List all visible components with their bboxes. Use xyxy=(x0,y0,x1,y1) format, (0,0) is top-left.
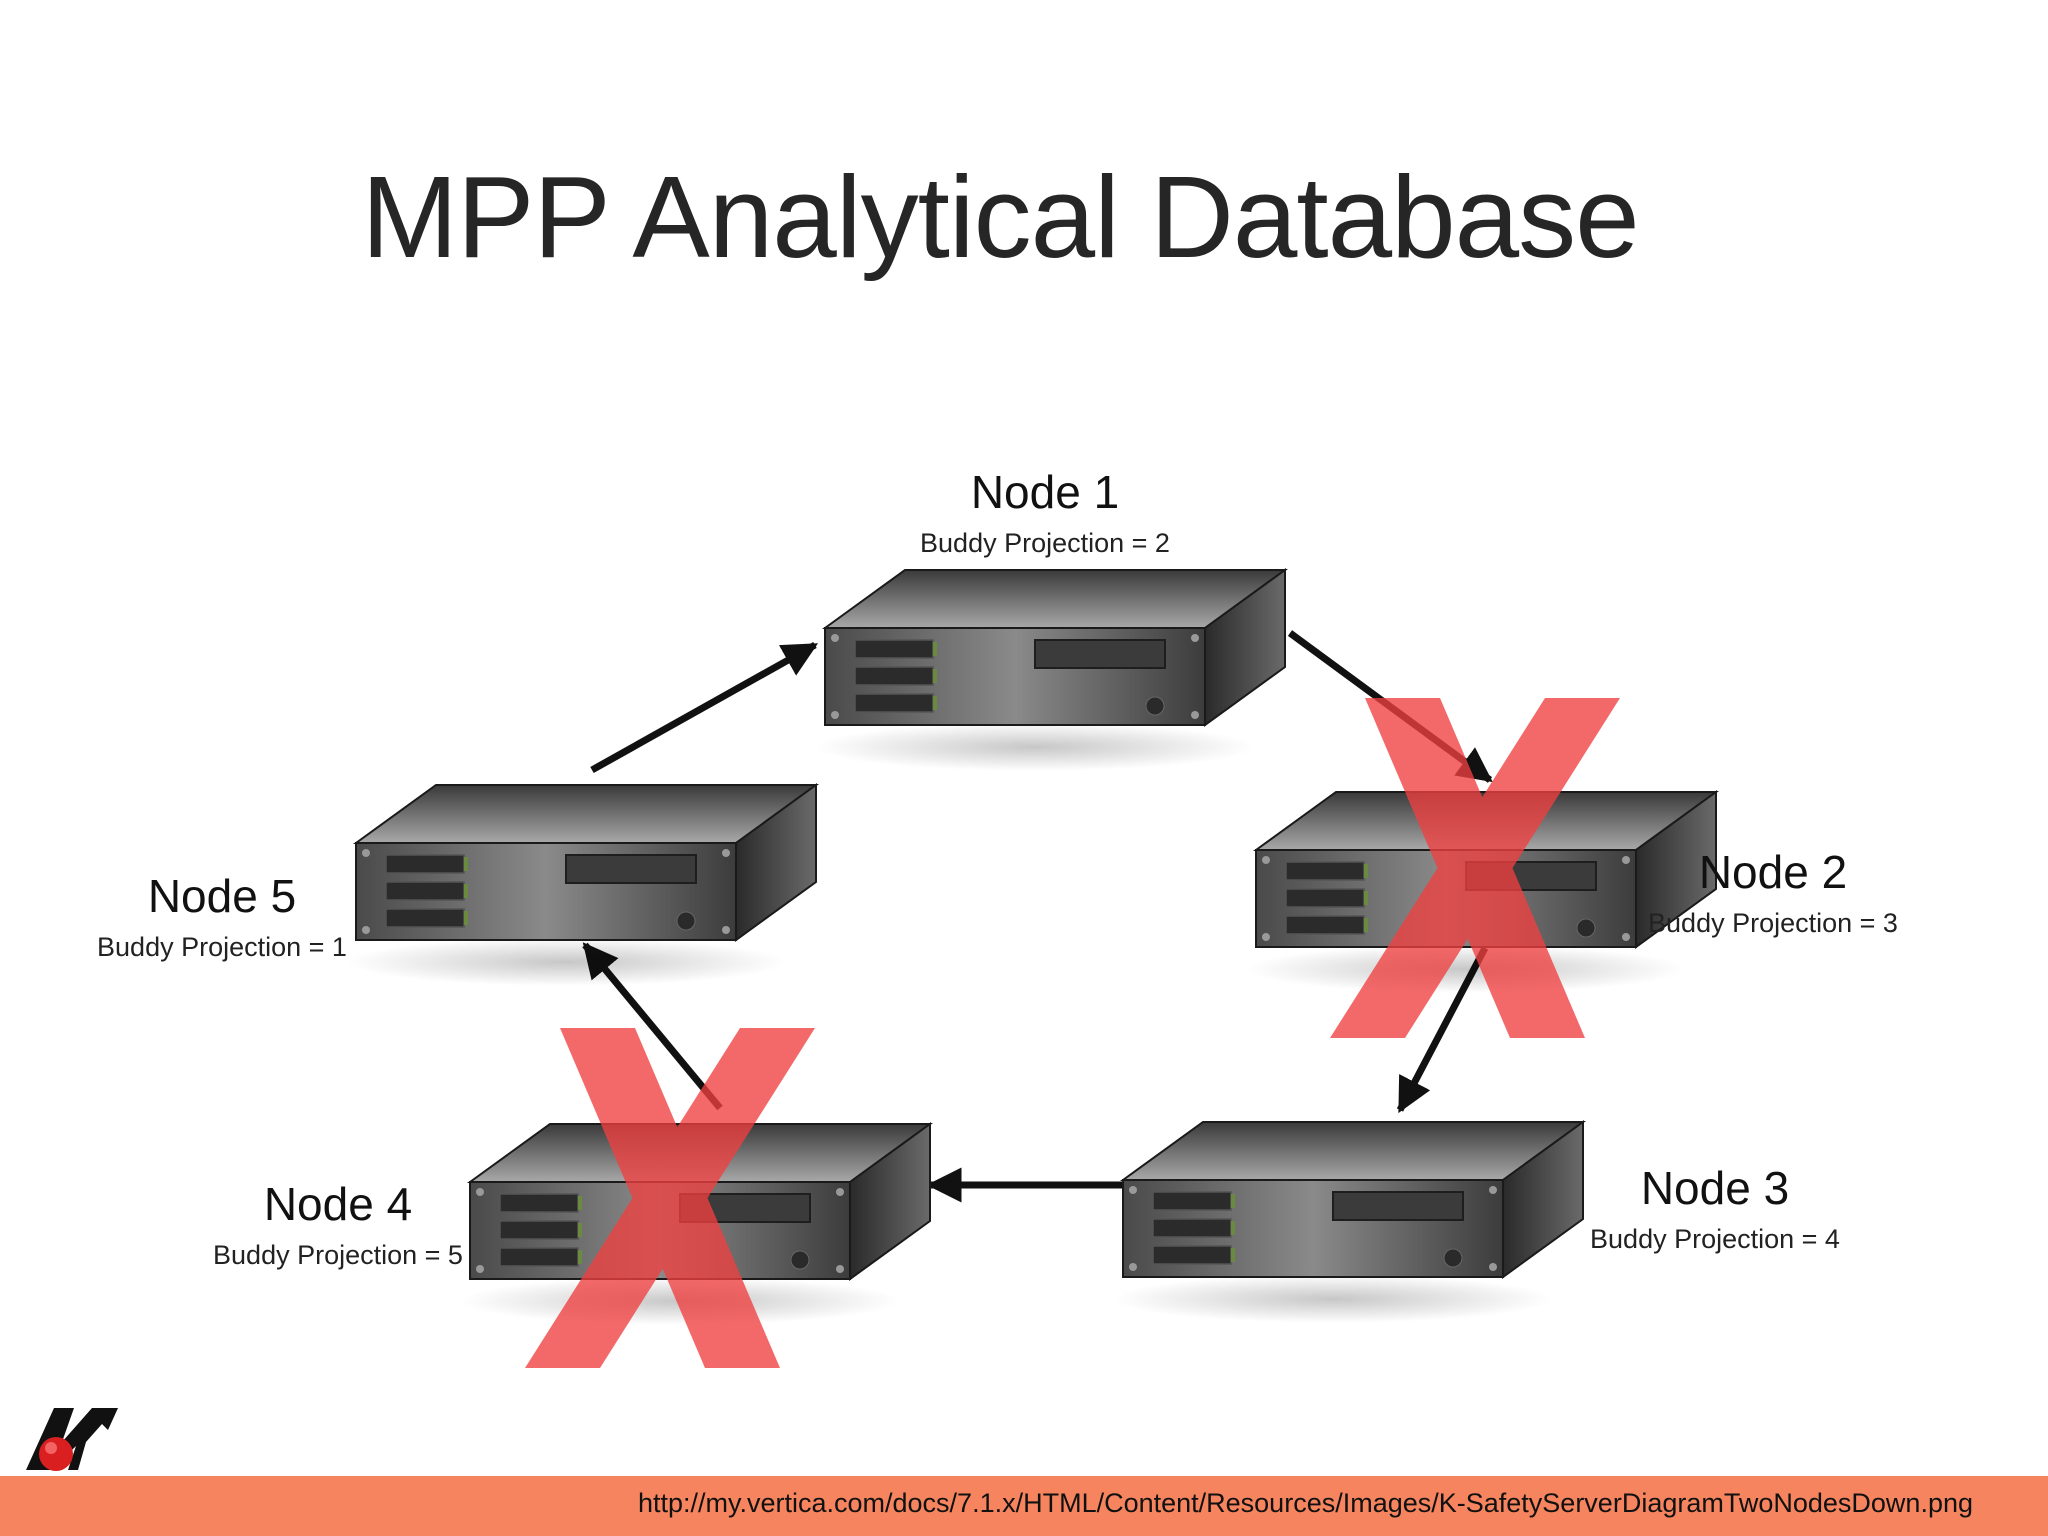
node-3-buddy-projection: Buddy Projection = 4 xyxy=(1590,1224,1840,1254)
node-1-buddy-projection: Buddy Projection = 2 xyxy=(920,528,1170,558)
node-1-label: Node 1 xyxy=(971,466,1119,518)
node-4-buddy-projection: Buddy Projection = 5 xyxy=(213,1240,463,1270)
node-2-label: Node 2 xyxy=(1699,846,1847,898)
node-4-label: Node 4 xyxy=(264,1178,412,1230)
node-5-buddy-projection: Buddy Projection = 1 xyxy=(97,932,347,962)
node-4-down-x-mark xyxy=(525,1028,815,1368)
node-5-label: Node 5 xyxy=(148,870,296,922)
source-url[interactable]: http://my.vertica.com/docs/7.1.x/HTML/Co… xyxy=(637,1488,1973,1518)
footer-bar: http://my.vertica.com/docs/7.1.x/HTML/Co… xyxy=(0,1476,2048,1536)
server-5 xyxy=(346,783,820,986)
server-3 xyxy=(1113,1120,1587,1323)
arrow-node5-to-node1 xyxy=(590,641,819,774)
slide-title: MPP Analytical Database xyxy=(361,152,1639,282)
node-2-buddy-projection: Buddy Projection = 3 xyxy=(1648,908,1898,938)
node-3-label: Node 3 xyxy=(1641,1162,1789,1214)
server-1 xyxy=(815,568,1289,771)
node-2-down-x-mark xyxy=(1330,698,1620,1038)
university-logo xyxy=(26,1408,118,1471)
server-2 xyxy=(1246,790,1720,993)
